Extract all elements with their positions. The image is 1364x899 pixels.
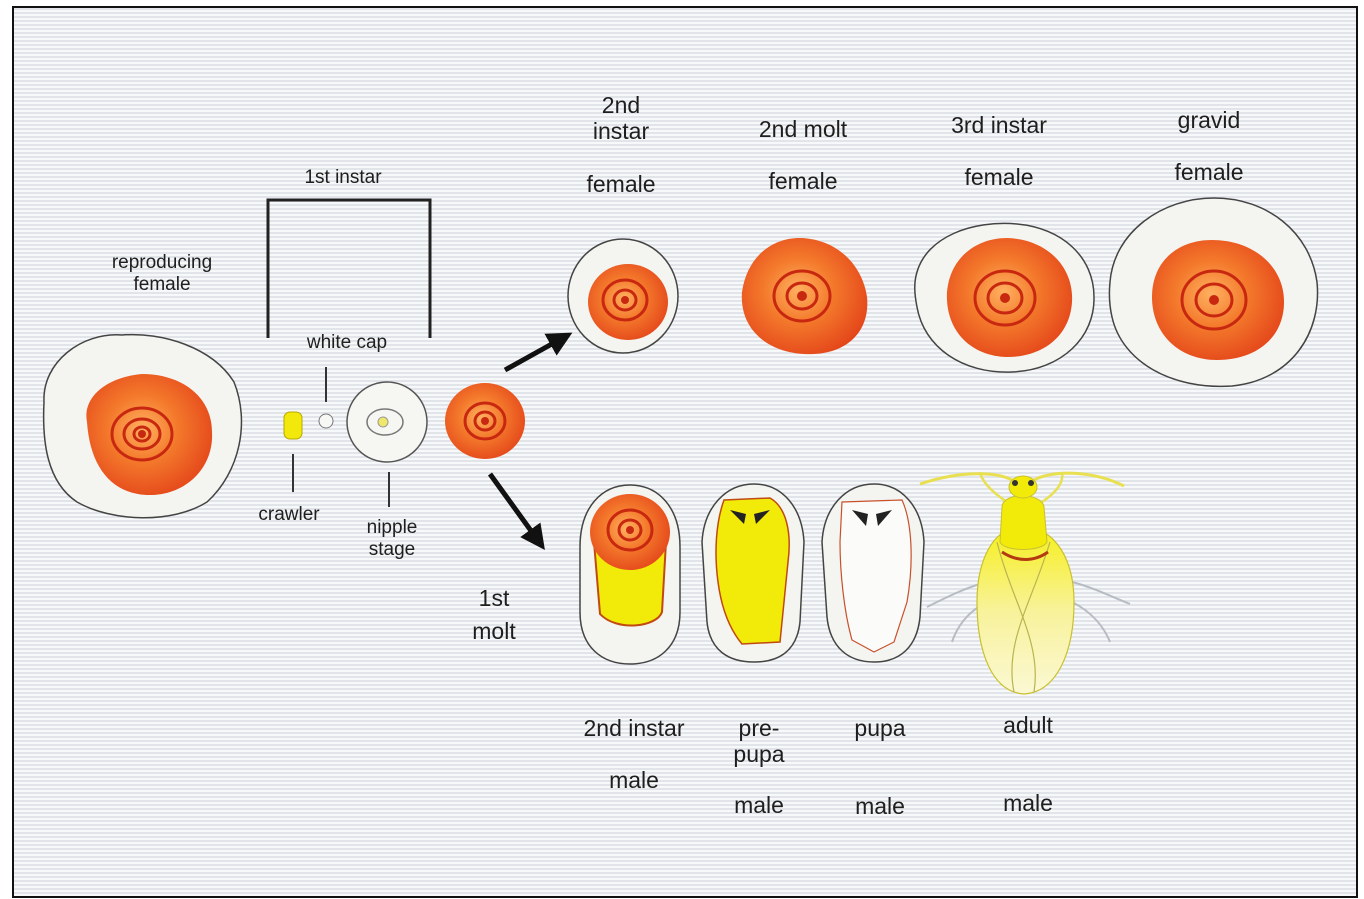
first-instar-bracket xyxy=(268,200,430,338)
adult-male-insect xyxy=(920,472,1130,694)
second-instar-male-scale xyxy=(580,485,680,664)
diagram-slide: reproducing female 1st instar white cap … xyxy=(12,6,1358,898)
arrow-to-female xyxy=(505,335,568,370)
label-first-molt: 1st molt xyxy=(472,582,515,649)
label-first-instar: 1st instar xyxy=(304,167,381,189)
label-third-instar-female: 3rd instar female xyxy=(951,112,1047,191)
label-white-cap: white cap xyxy=(307,332,387,354)
arrow-to-male xyxy=(490,474,542,546)
pupa-male xyxy=(822,484,924,662)
nipple-stage xyxy=(347,382,427,507)
prepupa-male xyxy=(702,484,804,662)
label-second-instar-female: 2nd instar female xyxy=(586,92,655,197)
label-nipple-stage: nipple stage xyxy=(367,517,418,561)
label-second-molt-female: 2nd molt female xyxy=(759,116,847,195)
label-crawler: crawler xyxy=(258,504,319,526)
crawler xyxy=(284,412,302,492)
life-cycle-illustration xyxy=(12,6,1358,898)
gravid-female-scale xyxy=(1109,198,1317,386)
label-adult-male: adult male xyxy=(1003,712,1053,817)
second-molt-female-scale xyxy=(742,238,868,354)
reproducing-female-scale xyxy=(44,335,242,518)
label-gravid-female: gravid female xyxy=(1174,107,1243,186)
label-reproducing-female: reproducing female xyxy=(112,252,212,296)
third-instar-female-scale xyxy=(915,223,1094,372)
second-instar-female-scale xyxy=(568,239,678,353)
label-prepupa-male: pre- pupa male xyxy=(733,715,784,818)
label-pupa-male: pupa male xyxy=(854,715,905,820)
label-second-instar-male: 2nd instar male xyxy=(583,715,684,794)
first-molt-scale xyxy=(445,383,525,459)
white-cap xyxy=(319,367,333,428)
